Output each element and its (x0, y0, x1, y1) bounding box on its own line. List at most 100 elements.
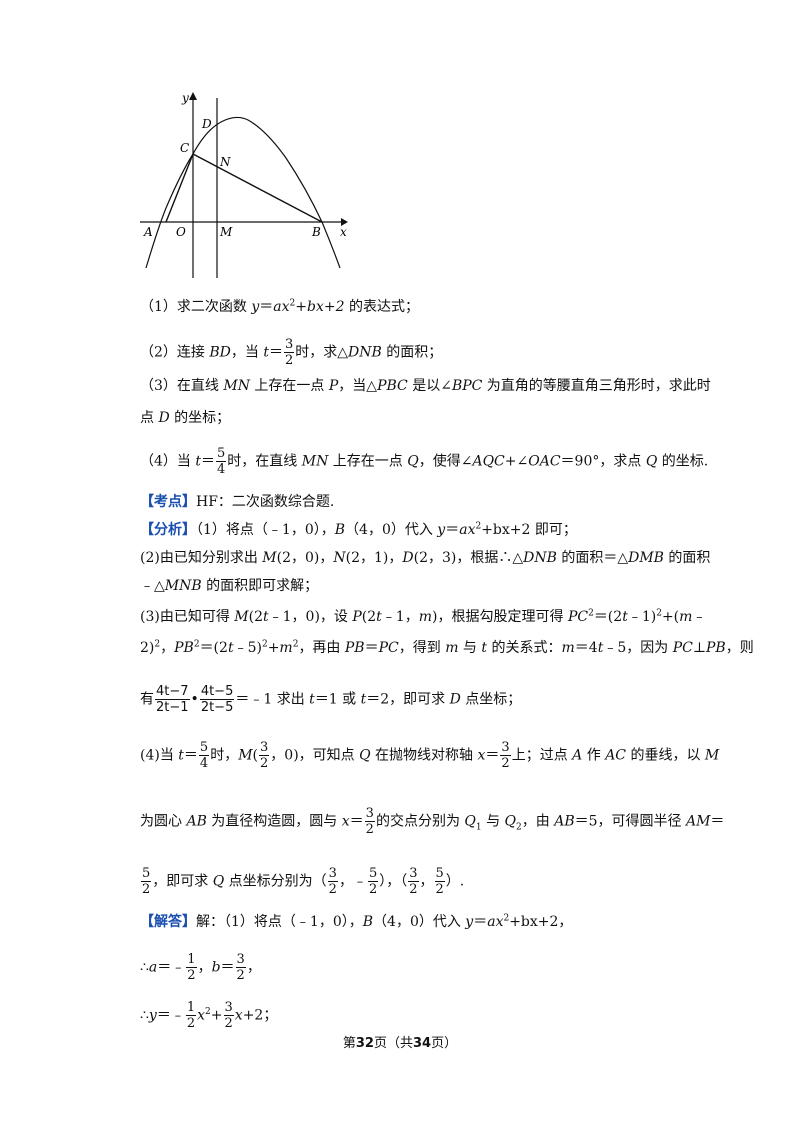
text: ∴ (140, 1007, 149, 1024)
numerator: 3 (500, 740, 511, 756)
page-footer: 第32页（共34页） (0, 1032, 800, 1051)
var: D (449, 691, 461, 708)
text: +2； (242, 1007, 278, 1024)
total-pages: 34 (413, 1036, 432, 1051)
text: 上；过点 (511, 747, 573, 764)
var: D (402, 550, 414, 566)
var: x (341, 813, 350, 830)
question-3-line-2: 点 D 的坐标； (140, 408, 230, 428)
var: M (238, 747, 253, 764)
text: ﹣1) (627, 609, 657, 625)
denominator: 2 (435, 882, 444, 897)
var: x (197, 1007, 206, 1024)
text: 的坐标； (169, 410, 231, 426)
text: ，由 (521, 813, 555, 830)
text: 上存在一点 (328, 453, 408, 470)
var: DMB (628, 550, 664, 566)
text: ＝﹣ (157, 959, 186, 976)
sup: 2 (292, 639, 299, 650)
text: ＝ (183, 747, 198, 764)
var: Q (407, 453, 419, 470)
var: y (465, 914, 474, 930)
text: 的面积即可求解； (201, 578, 319, 594)
var: P (352, 609, 362, 625)
fenxi-line-1: 【分析】（1）将点（﹣1，0），B（4，0）代入 y＝ax2+bx+2 即可； (140, 520, 577, 540)
numerator: 5 (216, 446, 227, 462)
var: N (333, 550, 346, 566)
var: t (309, 691, 315, 708)
text: ＝(2 (199, 640, 228, 656)
current-page: 32 (355, 1036, 374, 1051)
text: ，﹣ (338, 873, 367, 890)
denominator: 2 (501, 756, 510, 771)
text: （3）在直线 (140, 378, 224, 394)
denominator: 2 (224, 1016, 233, 1031)
text: ， (246, 959, 261, 976)
text: + (267, 640, 280, 656)
var: BD (209, 344, 231, 361)
text: (2 (248, 609, 263, 625)
parabola-figure: y x D C N A O M B (140, 91, 348, 278)
segment-cb (192, 153, 323, 223)
denominator: 2 (187, 968, 196, 983)
text: ＝2，即可求 (366, 691, 450, 708)
text: ＝ (201, 453, 215, 470)
text: ＝﹣ (156, 1007, 185, 1024)
text: 为直径构造圆，圆与 (206, 813, 342, 830)
text: ， (197, 959, 212, 976)
var: t (227, 640, 234, 656)
text: ＝(2 (593, 609, 623, 625)
text: • (190, 691, 199, 708)
numerator: 5 (141, 866, 152, 882)
kaodian-tag: 【考点】 (140, 494, 196, 510)
var: m (679, 609, 693, 625)
numerator: 3 (283, 337, 295, 353)
text: ＝ (268, 344, 283, 361)
label-b: B (311, 225, 321, 239)
fenxi-line-4: (3)由已知可得 M(2t﹣1，0)，设 P(2t﹣1，m)，根据勾股定理可得 … (140, 607, 706, 627)
denominator: 2 (186, 1016, 196, 1031)
text: +( (661, 609, 680, 625)
jieda-line-1: 【解答】解：（1）将点（﹣1，0），B（4，0）代入 y＝ax2+bx+2， (140, 912, 572, 932)
var: t (178, 747, 184, 764)
text: 为直角的等腰直角三角形时，求此时 (482, 378, 711, 394)
var: PBC (377, 378, 408, 394)
text: ，使得∠ (418, 453, 473, 470)
text: ﹣ (692, 609, 707, 625)
var: m (418, 609, 433, 625)
numerator: 3 (327, 866, 338, 882)
var: Q (645, 453, 658, 470)
text: ＝ (473, 914, 488, 930)
var: MNB (164, 578, 202, 594)
var: BPC (451, 378, 483, 394)
sup: 2 (503, 913, 510, 924)
text: 的坐标. (657, 453, 709, 470)
text: ＝4 (574, 640, 598, 656)
text: ，得到 (398, 640, 446, 656)
var: t (195, 453, 201, 470)
text: 点 (140, 410, 159, 426)
text: ）. (445, 873, 465, 890)
text: ﹣5，因为 (603, 640, 673, 656)
var: t (481, 640, 488, 656)
text: （4）当 (140, 453, 196, 470)
var: Q (504, 813, 517, 830)
text: +bx+2， (509, 914, 573, 930)
denominator: 2t−1 (156, 700, 189, 715)
text: ， (419, 873, 434, 890)
text: （1）将点（﹣1，0）， (196, 522, 335, 538)
var: M (262, 550, 277, 566)
sup: 2 (205, 1006, 211, 1017)
var: MN (223, 378, 250, 394)
text: ﹣5) (233, 640, 262, 656)
